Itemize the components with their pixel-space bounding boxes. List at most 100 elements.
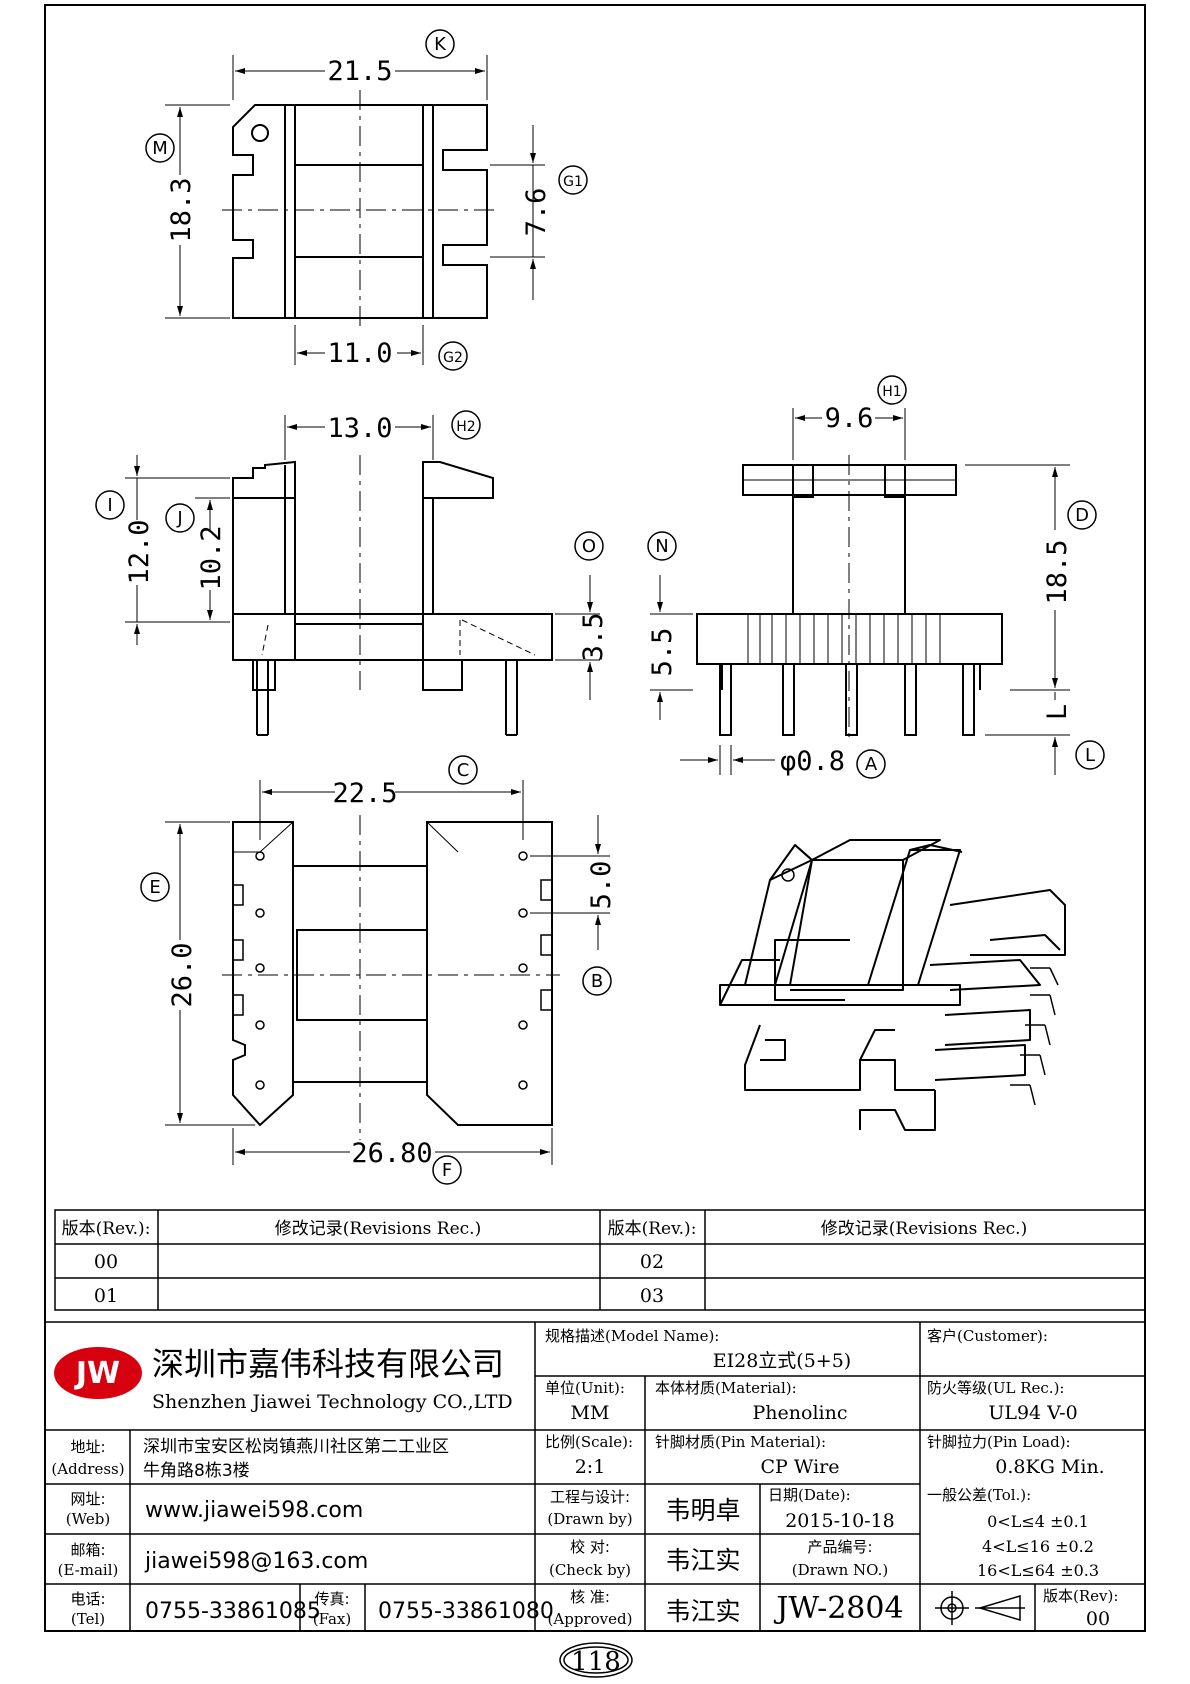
rev-label: 版本(Rev): <box>1043 1587 1118 1605</box>
label-E: E <box>149 877 160 898</box>
web-value[interactable]: www.jiawei598.com <box>145 1498 363 1523</box>
company-name-en: Shenzhen Jiawei Technology CO.,LTD <box>152 1391 513 1413</box>
dim-G2-value: 11.0 <box>327 338 392 369</box>
label-N: N <box>655 536 668 557</box>
model-value: EI28立式(5+5) <box>713 1350 851 1372</box>
front-view <box>647 375 1105 779</box>
scale-label: 比例(Scale): <box>545 1433 633 1451</box>
approved-value: 韦江实 <box>665 1597 740 1626</box>
dim-F-value: 26.80 <box>351 1138 432 1169</box>
dim-N-value: 5.5 <box>647 628 678 677</box>
page-number: 118 <box>571 1647 621 1677</box>
dim-E-value: 26.0 <box>167 942 198 1007</box>
tol-row-1: 0<L≤4 ±0.1 <box>987 1512 1089 1531</box>
fax-label-en: (Fax) <box>313 1610 352 1628</box>
label-H1: H1 <box>882 384 901 400</box>
label-B: B <box>591 971 603 992</box>
rec-header-right: 修改记录(Revisions Rec.) <box>821 1219 1027 1239</box>
check-label-cn: 校 对: <box>570 1538 610 1556</box>
email-label-cn: 邮箱: <box>70 1541 105 1559</box>
ul-value: UL94 V-0 <box>988 1402 1077 1424</box>
drawing-number: JW-2804 <box>773 1591 903 1626</box>
tol-label: 一般公差(Tol.): <box>927 1486 1031 1504</box>
label-C: C <box>457 760 470 781</box>
rev-row-03: 03 <box>640 1285 664 1307</box>
check-label-en: (Check by) <box>549 1561 631 1579</box>
ul-label: 防火等级(UL Rec.): <box>927 1379 1064 1397</box>
dim-M-value: 18.3 <box>166 177 197 242</box>
label-J: J <box>176 508 182 529</box>
logo-text: JW <box>74 1356 120 1391</box>
address-line-2: 牛角路8栋3楼 <box>143 1461 250 1481</box>
customer-label: 客户(Customer): <box>927 1327 1048 1345</box>
product-no-label-cn: 产品编号: <box>807 1538 872 1556</box>
date-label: 日期(Date): <box>768 1486 851 1504</box>
label-D: D <box>1075 505 1089 526</box>
rev-header-right: 版本(Rev.): <box>608 1219 697 1239</box>
bottom-view <box>140 755 612 1185</box>
tol-row-3: 16<L≤64 ±0.3 <box>977 1561 1099 1580</box>
approved-label-cn: 核 准: <box>570 1588 610 1606</box>
drawn-label-cn: 工程与设计: <box>550 1488 630 1506</box>
date-value: 2015-10-18 <box>785 1510 895 1532</box>
tel-label-en: (Tel) <box>71 1610 105 1628</box>
address-label-cn: 地址: <box>70 1438 105 1456</box>
scale-value: 2:1 <box>575 1456 606 1478</box>
material-value: Phenolinc <box>753 1402 848 1424</box>
unit-value: MM <box>571 1402 610 1424</box>
label-K: K <box>434 34 447 55</box>
rev-value: 00 <box>1086 1608 1110 1630</box>
label-I: I <box>107 495 112 516</box>
label-G2: G2 <box>443 350 463 366</box>
jw-logo <box>54 1347 142 1399</box>
label-H2: H2 <box>456 419 475 435</box>
label-L: L <box>1085 745 1095 766</box>
dim-K-value: 21.5 <box>327 56 392 87</box>
unit-label: 单位(Unit): <box>545 1379 625 1397</box>
dim-C-value: 22.5 <box>332 778 397 809</box>
email-value[interactable]: jiawei598@163.com <box>144 1549 368 1574</box>
dim-J-value: 10.2 <box>196 525 227 590</box>
rev-row-00: 00 <box>94 1251 118 1273</box>
email-label-en: (E-mail) <box>58 1561 119 1579</box>
top-view <box>145 29 588 371</box>
web-label-cn: 网址: <box>70 1490 105 1508</box>
dim-H2-value: 13.0 <box>327 413 392 444</box>
address-label-en: (Address) <box>51 1460 124 1478</box>
isometric-view <box>719 839 1066 1131</box>
title-block-grid <box>44 1321 1146 1632</box>
drawn-value: 韦明卓 <box>665 1496 740 1525</box>
drawn-label-en: (Drawn by) <box>547 1510 632 1528</box>
dim-B-value: 5.0 <box>586 861 617 910</box>
rev-row-01: 01 <box>94 1285 118 1307</box>
dim-H1-value: 9.6 <box>825 403 874 434</box>
pin-load-label: 针脚拉力(Pin Load): <box>927 1433 1071 1451</box>
dim-D-value: 18.5 <box>1042 539 1073 604</box>
projection-symbol-icon <box>935 1591 1025 1625</box>
fax-label-cn: 传真: <box>314 1590 349 1608</box>
rev-row-02: 02 <box>640 1251 664 1273</box>
web-label-en: (Web) <box>66 1510 110 1528</box>
side-view <box>95 410 604 736</box>
tel-value: 0755-33861085 <box>145 1599 321 1624</box>
pin-material-label: 针脚材质(Pin Material): <box>655 1433 826 1451</box>
pin-load-value: 0.8KG Min. <box>995 1456 1104 1478</box>
label-M: M <box>152 138 168 159</box>
tol-row-2: 4<L≤16 ±0.2 <box>982 1537 1094 1556</box>
check-value: 韦江实 <box>665 1546 740 1575</box>
dim-G1-value: 7.6 <box>521 188 552 237</box>
pin-material-value: CP Wire <box>761 1456 840 1478</box>
label-A: A <box>865 754 878 775</box>
label-O: O <box>582 536 596 557</box>
page-number-badge <box>559 1642 633 1678</box>
dim-L-value: L <box>1042 704 1073 720</box>
label-G1: G1 <box>563 174 583 190</box>
model-label: 规格描述(Model Name): <box>545 1327 719 1345</box>
dim-I-value: 12.0 <box>124 519 155 584</box>
dim-A-value: φ0.8 <box>780 746 845 777</box>
approved-label-en: (Approved) <box>548 1610 633 1628</box>
rec-header-left: 修改记录(Revisions Rec.) <box>275 1219 481 1239</box>
company-name-cn: 深圳市嘉伟科技有限公司 <box>152 1345 504 1383</box>
rev-header-left: 版本(Rev.): <box>62 1219 151 1239</box>
